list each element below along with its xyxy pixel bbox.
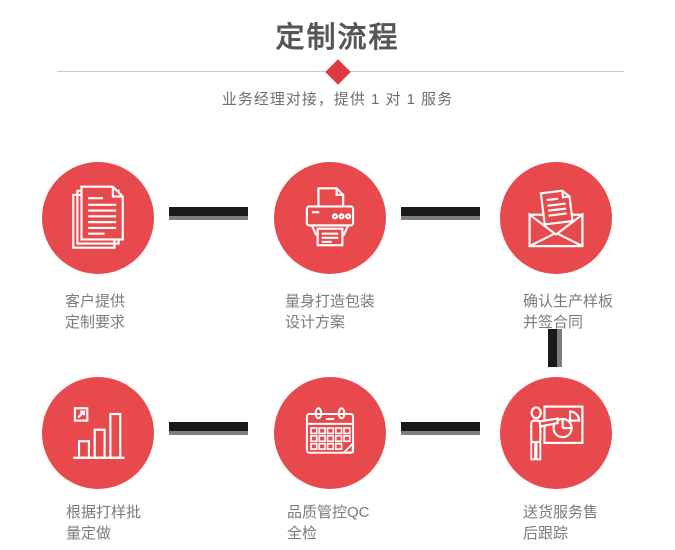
documents-icon xyxy=(72,185,124,249)
section-subtitle: 业务经理对接，提供 1 对 1 服务 xyxy=(221,91,454,108)
envelope-icon xyxy=(528,189,584,248)
step-label-line2: 量定做 xyxy=(66,525,112,542)
step-circle xyxy=(274,162,386,274)
step-label-line1: 送货服务售 xyxy=(523,504,599,521)
step-label-line1: 品质管控QC xyxy=(287,504,370,521)
printer-icon xyxy=(305,187,355,247)
connector-horizontal xyxy=(401,422,480,435)
connector-horizontal xyxy=(169,422,248,435)
step-label-line2: 定制要求 xyxy=(65,314,126,331)
step-label: 确认生产样板 并签合同 xyxy=(523,291,613,333)
step-label-line2: 全检 xyxy=(287,525,318,542)
connector-horizontal xyxy=(401,207,480,220)
connector-horizontal xyxy=(169,207,248,220)
step-circle xyxy=(42,377,154,489)
step-label-line1: 确认生产样板 xyxy=(523,293,614,310)
step-circle xyxy=(274,377,386,489)
step-label: 根据打样批 量定做 xyxy=(66,502,141,544)
bar-chart-icon xyxy=(73,407,125,459)
step-label-line2: 并签合同 xyxy=(523,314,584,331)
step-label-line1: 量身打造包装 xyxy=(285,293,376,310)
diamond-icon xyxy=(325,59,351,85)
process-step-4: 根据打样批 量定做 xyxy=(42,377,154,542)
step-label-line1: 根据打样批 xyxy=(66,504,142,521)
presentation-icon xyxy=(530,405,584,461)
connector-vertical xyxy=(548,329,562,367)
step-label: 客户提供 定制要求 xyxy=(65,291,125,333)
calendar-icon xyxy=(305,407,355,454)
step-label: 量身打造包装 设计方案 xyxy=(285,291,375,333)
step-circle xyxy=(500,162,612,274)
step-label-line1: 客户提供 xyxy=(65,293,126,310)
step-label: 品质管控QC 全检 xyxy=(287,502,370,544)
process-step-6: 送货服务售 后跟踪 xyxy=(500,377,612,542)
process-step-2: 量身打造包装 设计方案 xyxy=(274,162,386,331)
step-circle xyxy=(42,162,154,274)
process-step-3: 确认生产样板 并签合同 xyxy=(500,162,613,331)
step-label: 送货服务售 后跟踪 xyxy=(523,502,598,544)
step-label-line2: 后跟踪 xyxy=(523,525,569,542)
process-step-5: 品质管控QC 全检 xyxy=(274,377,386,542)
step-label-line2: 设计方案 xyxy=(285,314,346,331)
process-step-1: 客户提供 定制要求 xyxy=(42,162,154,331)
section-title: 定制流程 xyxy=(275,22,400,54)
step-circle xyxy=(500,377,612,489)
